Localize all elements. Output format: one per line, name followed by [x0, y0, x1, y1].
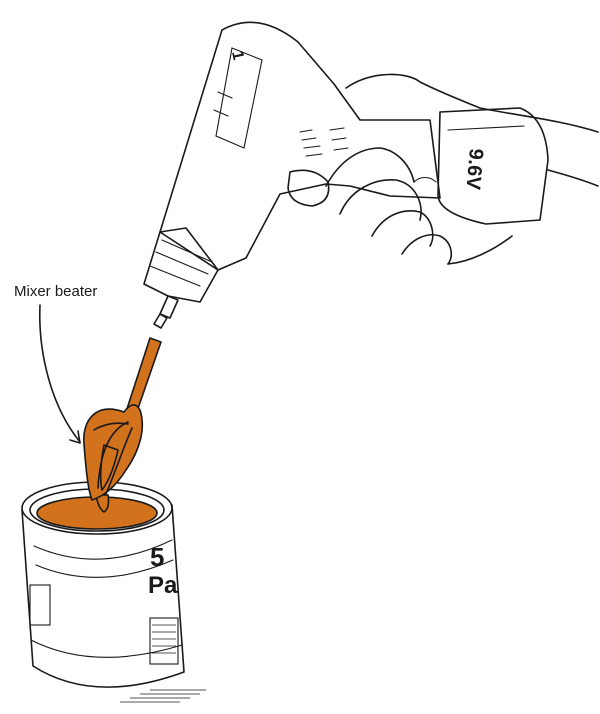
- drill-body: [159, 21, 441, 271]
- trigger: [287, 169, 330, 207]
- mixer-beater-label: Mixer beater: [14, 283, 98, 300]
- callout-arrow: [38, 304, 81, 444]
- can-marking-text: Pa: [148, 572, 178, 599]
- mixer-beater: [83, 337, 162, 501]
- paint-drip: [95, 494, 110, 513]
- can-shadow: [120, 689, 206, 703]
- can-label-hatching: [152, 624, 176, 654]
- drill-battery: [437, 107, 549, 225]
- drill-chuck: [143, 227, 219, 303]
- can-marking-number: 5: [150, 542, 164, 572]
- hand: [325, 73, 599, 265]
- drill-vents: [299, 127, 349, 157]
- cordless-drill: 1 9.6V: [143, 21, 549, 329]
- paint-can: 5 Pa: [21, 481, 185, 688]
- drill-side-marking: 1: [228, 49, 246, 61]
- battery-marking: 9.6V: [461, 148, 487, 192]
